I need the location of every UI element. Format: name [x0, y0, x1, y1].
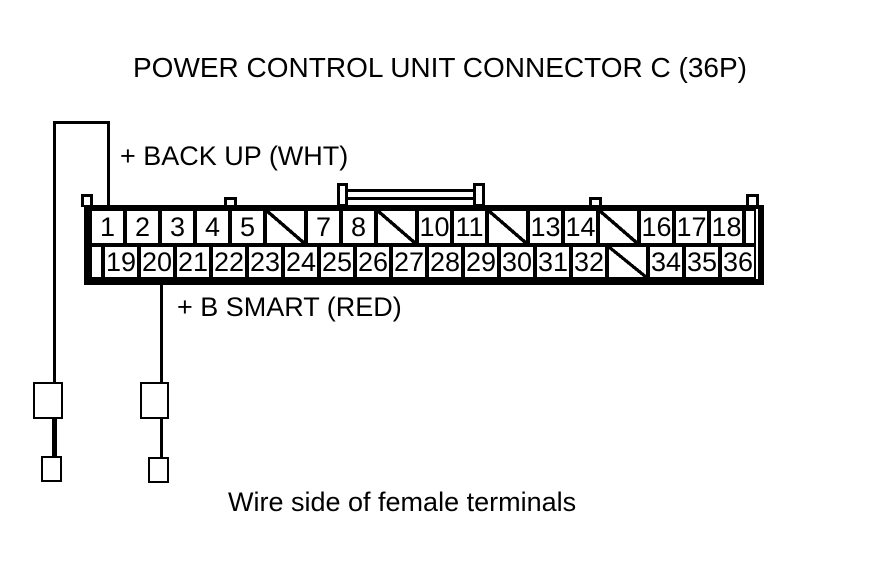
pin-cell-21: 21: [175, 245, 211, 279]
diagram-title: POWER CONTROL UNIT CONNECTOR C (36P): [133, 52, 747, 83]
back-up-wire-segment-down: [53, 121, 56, 382]
connector-key-tab-b: [589, 197, 602, 207]
pin-cell-2: 2: [125, 209, 160, 245]
connector-key-tab-right: [746, 194, 759, 207]
b-smart-wire-segment-down: [160, 281, 163, 382]
wire-label-b-smart: + B SMART (RED): [177, 292, 402, 322]
pin-cell-1: 1: [90, 209, 125, 245]
pin-cell-4: 4: [195, 209, 230, 245]
pin-cell-7: 7: [306, 209, 341, 245]
terminal-2-body: [140, 382, 169, 419]
no-pin-slash-cell: [487, 209, 528, 245]
terminal-2-stem: [160, 418, 163, 458]
pin-cell-17: 17: [674, 209, 709, 245]
pin-cell-5: 5: [230, 209, 265, 245]
pin-cell-28: 28: [427, 245, 463, 279]
connector-lock-bridge-bar: [342, 189, 479, 200]
connector-lock-bridge-post-left: [337, 183, 348, 207]
pin-cell-14: 14: [563, 209, 598, 245]
pin-cell-20: 20: [139, 245, 175, 279]
back-up-wire-segment-across: [53, 121, 110, 124]
no-pin-slash-cell: [598, 209, 639, 245]
terminal-2-tip: [148, 457, 169, 483]
wire-label-back-up: + BACK UP (WHT): [120, 141, 349, 171]
pin-cell-35: 35: [684, 245, 720, 279]
pin-cell-16: 16: [639, 209, 674, 245]
pin-cell-34: 34: [648, 245, 684, 279]
pin-cell-26: 26: [355, 245, 391, 279]
connector-key-tab-a: [224, 197, 237, 207]
diagram-caption: Wire side of female terminals: [228, 487, 577, 517]
blank-cell: [744, 209, 756, 245]
connector-key-tab-left: [81, 194, 93, 207]
pin-cell-22: 22: [211, 245, 247, 279]
terminal-1-tip: [41, 456, 62, 482]
pin-cell-13: 13: [528, 209, 563, 245]
pin-cell-30: 30: [499, 245, 535, 279]
pin-cell-23: 23: [247, 245, 283, 279]
pin-cell-36: 36: [720, 245, 756, 279]
pin-cell-25: 25: [319, 245, 355, 279]
back-up-wire-segment-up: [107, 121, 110, 207]
pin-cell-3: 3: [160, 209, 195, 245]
no-pin-slash-cell: [265, 209, 306, 245]
pin-cell-27: 27: [391, 245, 427, 279]
pin-cell-10: 10: [417, 209, 452, 245]
pin-cell-18: 18: [709, 209, 744, 245]
pin-cell-19: 19: [103, 245, 139, 279]
terminal-1-body: [33, 382, 63, 419]
blank-cell: [90, 245, 103, 279]
pin-cell-29: 29: [463, 245, 499, 279]
pin-cell-11: 11: [452, 209, 487, 245]
pin-cell-32: 32: [571, 245, 607, 279]
connector-lock-bridge-post-right: [473, 183, 485, 207]
no-pin-slash-cell: [376, 209, 417, 245]
pin-cell-8: 8: [341, 209, 376, 245]
terminal-1-stem: [52, 418, 57, 458]
no-pin-slash-cell: [607, 245, 648, 279]
pin-cell-31: 31: [535, 245, 571, 279]
pin-cell-24: 24: [283, 245, 319, 279]
